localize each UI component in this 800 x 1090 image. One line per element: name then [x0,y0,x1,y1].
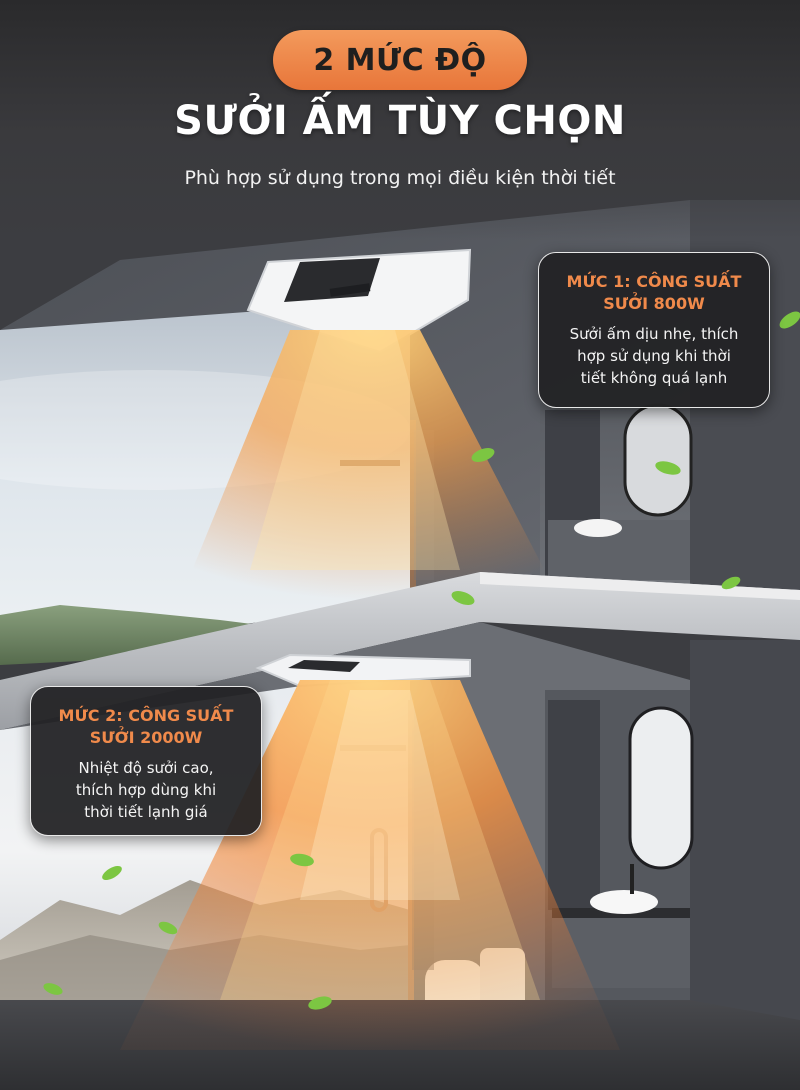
mode-2-desc-line-3: thời tiết lạnh giá [84,803,208,821]
levels-badge-label: 2 MỨC ĐỘ [313,42,487,78]
levels-badge: 2 MỨC ĐỘ [273,30,527,90]
mode-2-card: MỨC 2: CÔNG SUẤT SƯỞI 2000W Nhiệt độ sưở… [30,686,262,836]
mode-2-title-line-2: SƯỞI 2000W [89,728,203,747]
mode-2-desc-line-1: Nhiệt độ sưởi cao, [78,759,214,777]
mode-2-desc-line-2: thích hợp dùng khi [75,781,217,799]
mode-1-title-line-1: MỨC 1: CÔNG SUẤT [566,272,742,291]
page-subtitle: Phù hợp sử dụng trong mọi điều kiện thời… [184,167,616,189]
mode-1-title-line-2: SƯỞI 800W [603,294,705,313]
mode-1-desc-line-3: tiết không quá lạnh [580,369,728,387]
page-title: SƯỞI ẤM TÙY CHỌN [174,98,626,144]
mode-1-card: MỨC 1: CÔNG SUẤT SƯỞI 800W Sưởi ấm dịu n… [538,252,770,408]
mode-1-desc-line-2: hợp sử dụng khi thời [577,347,731,365]
mode-1-desc-line-1: Sưởi ấm dịu nhẹ, thích [569,325,739,343]
mode-2-title-line-1: MỨC 2: CÔNG SUẤT [58,706,234,725]
